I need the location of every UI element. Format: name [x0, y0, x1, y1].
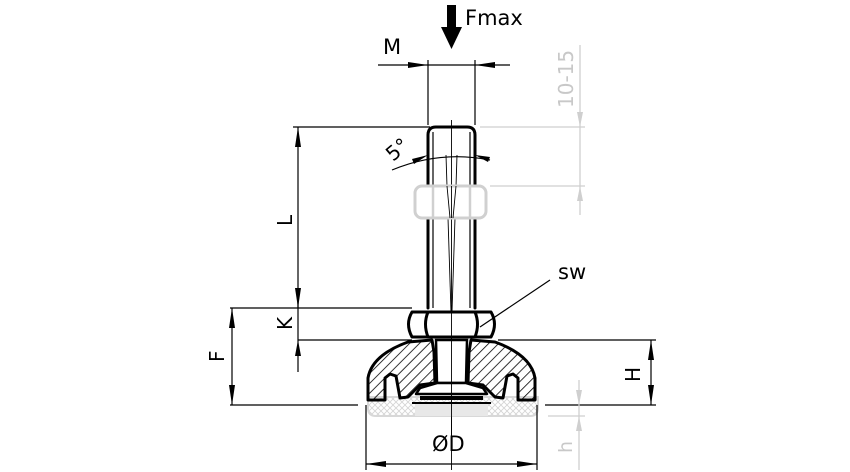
force-arrow-icon: [441, 5, 462, 49]
pad-height-dimension: [548, 380, 585, 470]
length-label: L: [273, 214, 297, 226]
diameter-label: ØD: [432, 432, 465, 456]
wrench-size-label: sw: [558, 260, 586, 284]
base-section: [366, 338, 539, 440]
pad-height-label: h: [555, 441, 577, 453]
angle-dimension: [391, 155, 491, 171]
nut-height-label: K: [273, 316, 297, 330]
hex-nut: [407, 305, 496, 345]
sw-leader-line: [479, 279, 551, 328]
optional-nut: [413, 184, 488, 220]
base-height-label: H: [621, 367, 645, 382]
thread-label: M: [383, 35, 401, 59]
threaded-stud: [426, 120, 477, 470]
adjust-range-label: 10-15: [554, 50, 578, 108]
adjust-range-dimension: [480, 45, 585, 215]
overall-height-label: F: [205, 350, 229, 362]
thread-dimension: [378, 60, 510, 125]
overall-height-dimension: [229, 308, 358, 406]
nut-height-dimension: [230, 290, 412, 372]
diameter-dimension: [365, 405, 538, 470]
base-height-dimension: [498, 339, 656, 406]
force-label: Fmax: [465, 6, 523, 30]
angle-label: 5°: [381, 133, 414, 166]
